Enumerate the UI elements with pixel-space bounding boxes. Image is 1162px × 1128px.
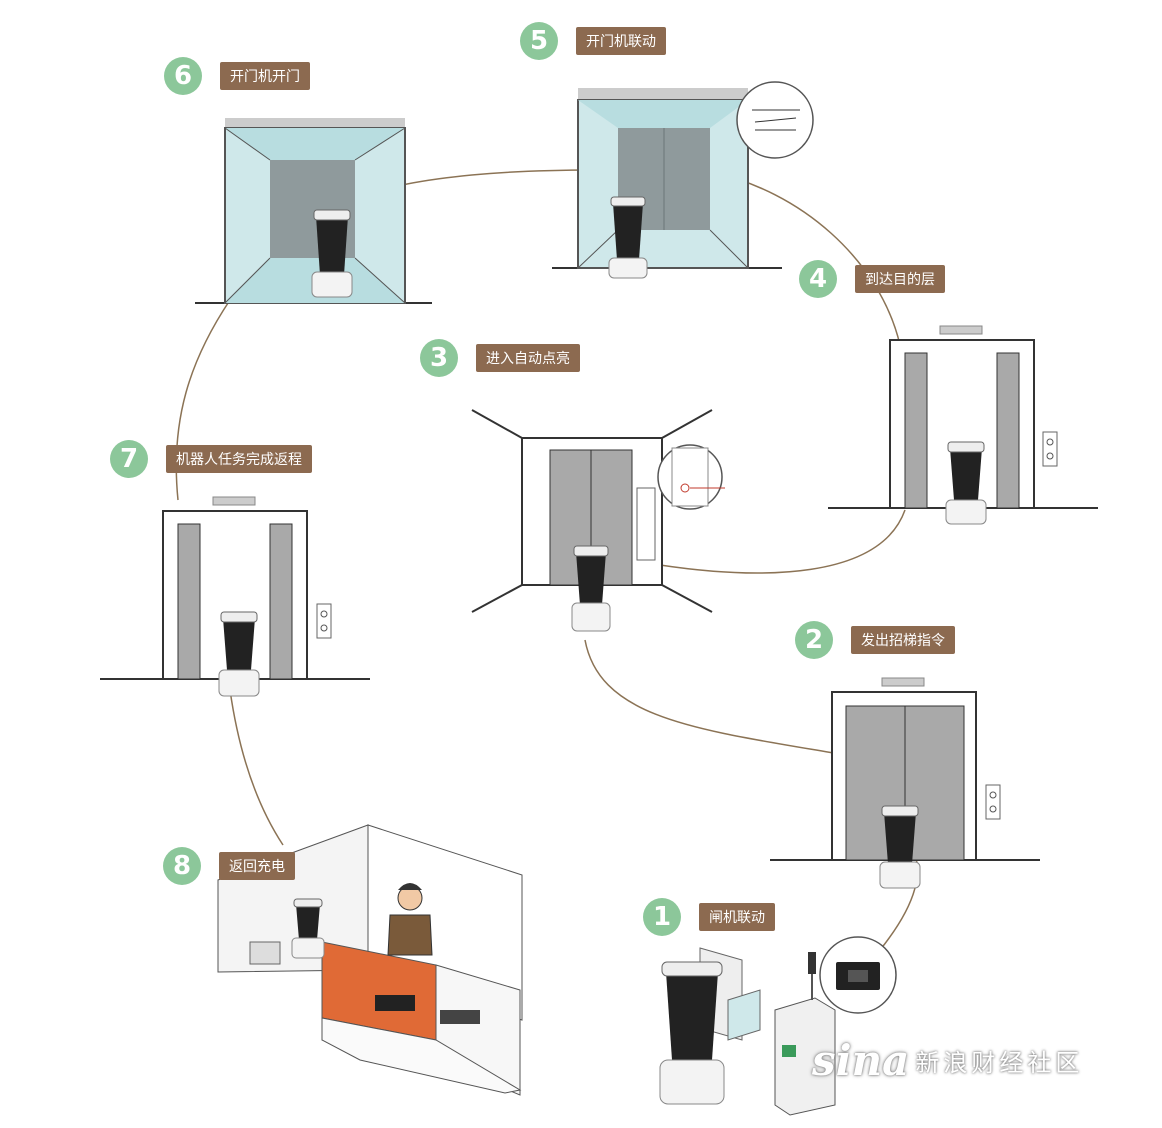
step-number: 1: [643, 898, 681, 936]
scene-door-machine: [552, 81, 814, 269]
step-8: 8 返回充电: [163, 847, 295, 885]
step-6: 6 开门机开门: [164, 57, 310, 95]
robot-icon: [608, 196, 648, 279]
step-4: 4 到达目的层: [799, 260, 945, 298]
workflow-path: [175, 169, 919, 951]
step-2: 2 发出招梯指令: [795, 621, 955, 659]
robot-icon: [571, 545, 611, 632]
watermark-text: 新浪财经社区: [915, 1049, 1084, 1077]
step-3: 3 进入自动点亮: [420, 339, 580, 377]
step-number: 6: [164, 57, 202, 95]
robot-icon: [945, 441, 987, 525]
step-label: 开门机开门: [220, 62, 310, 90]
sina-logo: sina: [812, 1036, 910, 1085]
step-label: 返回充电: [219, 852, 295, 880]
robot-icon: [311, 209, 353, 298]
robot-icon: [291, 898, 325, 959]
robot-icon: [659, 961, 725, 1105]
step-label: 开门机联动: [576, 27, 666, 55]
step-number: 4: [799, 260, 837, 298]
scene-return-elevator: [100, 496, 370, 680]
step-label: 闸机联动: [699, 903, 775, 931]
robot-icon: [218, 611, 260, 697]
step-label: 到达目的层: [855, 265, 945, 293]
scene-reception-charging: [217, 824, 523, 1096]
scene-turnstile-gate: [699, 936, 897, 1116]
robot-icon: [879, 805, 921, 889]
step-1: 1 闸机联动: [643, 898, 775, 936]
step-number: 2: [795, 621, 833, 659]
step-number: 8: [163, 847, 201, 885]
step-7: 7 机器人任务完成返程: [110, 440, 312, 478]
sina-watermark: sina 新浪财经社区: [812, 1036, 1083, 1085]
step-label: 机器人任务完成返程: [166, 445, 312, 473]
step-5: 5 开门机联动: [520, 22, 666, 60]
step-number: 5: [520, 22, 558, 60]
step-label: 发出招梯指令: [851, 626, 955, 654]
step-label: 进入自动点亮: [476, 344, 580, 372]
step-number: 3: [420, 339, 458, 377]
step-number: 7: [110, 440, 148, 478]
